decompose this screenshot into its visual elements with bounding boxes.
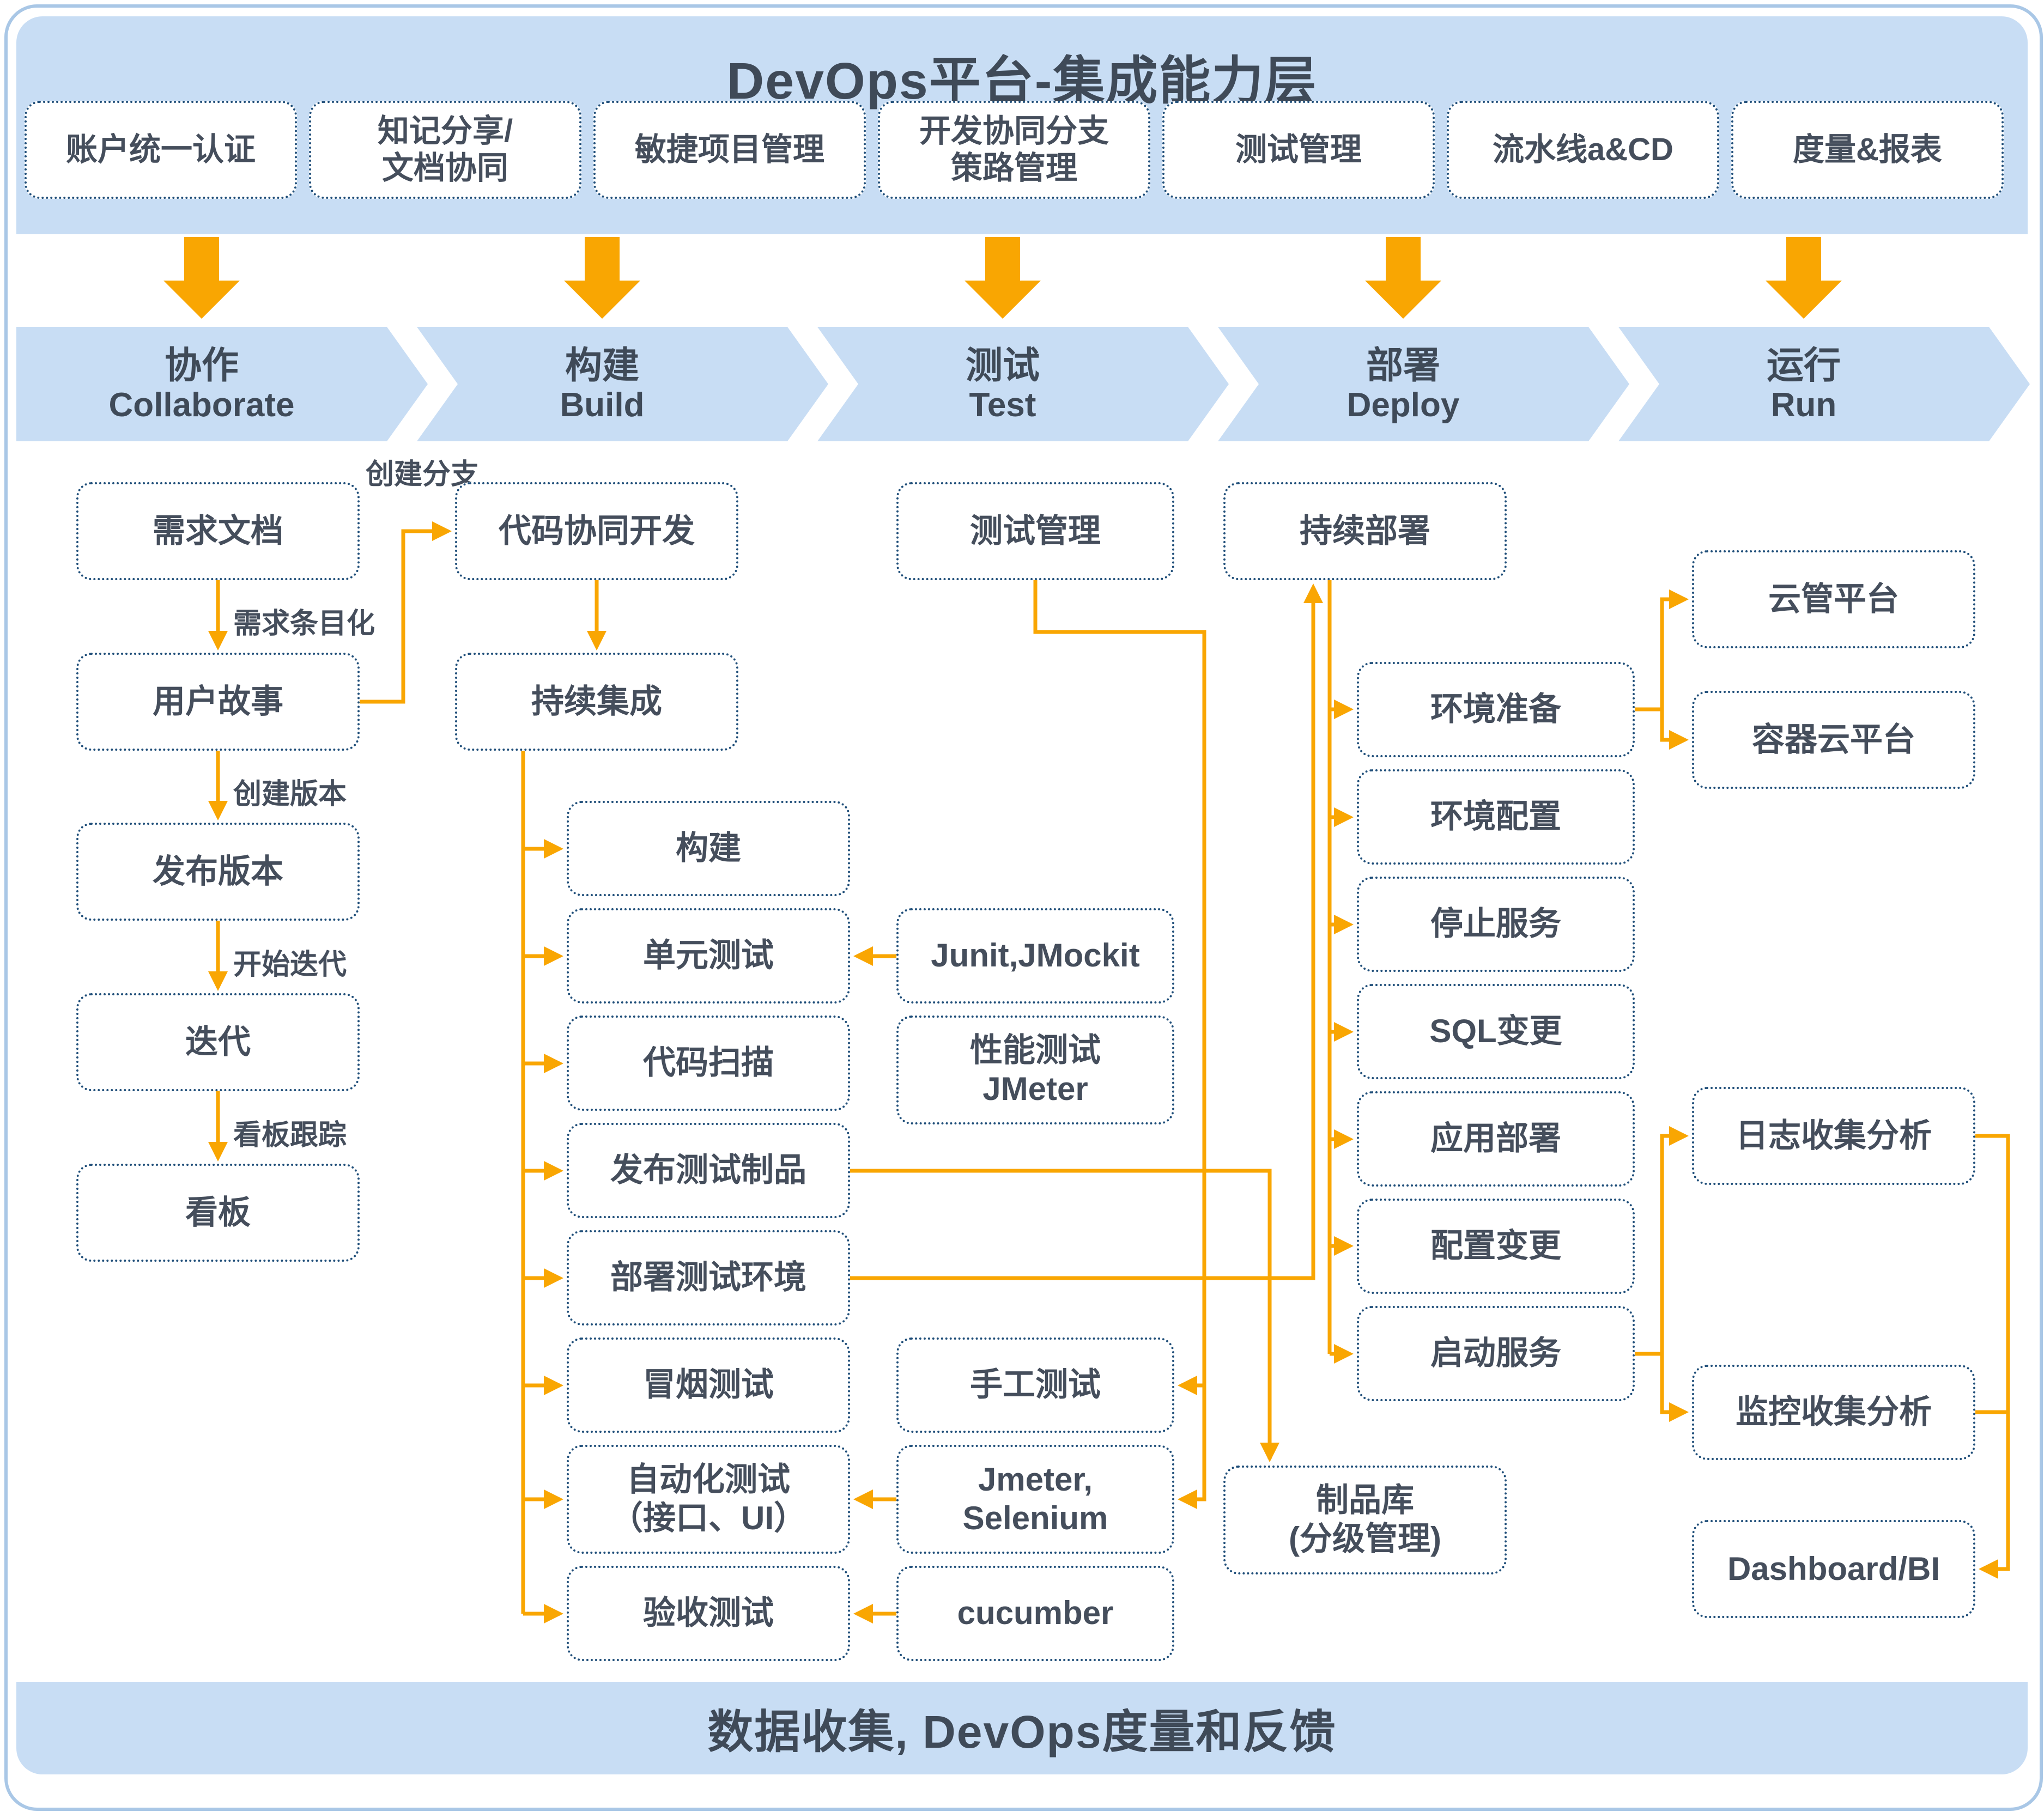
phase-build-en: Build (560, 386, 645, 424)
phase-deploy-zh: 部署 (1366, 345, 1440, 387)
node-container-cloud: 容器云平台 (1692, 691, 1975, 789)
node-kanban: 看板 (76, 1164, 360, 1262)
phase-collaborate: 协作 Collaborate (65, 336, 338, 434)
phase-test-zh: 测试 (965, 345, 1040, 387)
phase-collaborate-zh: 协作 (164, 345, 239, 387)
phase-deploy: 部署 Deploy (1267, 336, 1539, 434)
node-manual-test: 手工测试 (896, 1337, 1174, 1433)
capability-branch-policy: 开发协同分支 策路管理 (878, 101, 1150, 199)
node-start-service: 启动服务 (1357, 1306, 1635, 1401)
node-env-prepare: 环境准备 (1357, 662, 1635, 757)
node-dashboard-bi: Dashboard/BI (1692, 1520, 1975, 1618)
node-cloud-mgmt: 云管平台 (1692, 550, 1975, 648)
capability-knowledge-share: 知记分享/ 文档协同 (309, 101, 581, 199)
phase-run: 运行 Run (1667, 336, 1940, 434)
node-env-config: 环境配置 (1357, 769, 1635, 865)
node-perf-test: 性能测试 JMeter (896, 1016, 1174, 1124)
capability-metrics-report: 度量&报表 (1731, 101, 2004, 199)
node-log-analysis: 日志收集分析 (1692, 1087, 1975, 1185)
bottom-banner: 数据收集, DevOps度量和反馈 (16, 1682, 2028, 1774)
node-cucumber: cucumber (896, 1566, 1174, 1661)
node-code-collab: 代码协同开发 (455, 482, 738, 580)
arrow-startservice-monitoranalysis (1660, 1354, 1689, 1422)
node-artifact-repo: 制品库 (分级管理) (1223, 1466, 1507, 1574)
phase-build: 构建 Build (466, 336, 738, 434)
label-start-iteration: 开始迭代 (233, 949, 347, 981)
node-user-story: 用户故事 (76, 653, 360, 751)
line-publishartifact-artifactrepo (850, 1169, 1279, 1462)
label-kanban-track: 看板跟踪 (233, 1120, 347, 1151)
node-unit-test: 单元测试 (567, 908, 850, 1004)
line-testmgmt-jmeterselenium (1033, 580, 1206, 1509)
phase-chevron (16, 327, 2030, 441)
phase-run-zh: 运行 (1766, 345, 1841, 387)
node-ci: 持续集成 (455, 653, 738, 751)
capability-account-auth: 账户统一认证 (25, 101, 297, 199)
node-cd: 持续部署 (1223, 482, 1507, 580)
phase-build-zh: 构建 (565, 345, 639, 387)
capability-pipeline-cd: 流水线a&CD (1447, 101, 1719, 199)
node-config-change: 配置变更 (1357, 1199, 1635, 1294)
label-create-version: 创建版本 (233, 779, 347, 810)
page-title: DevOps平台-集成能力层 (726, 52, 1318, 110)
footer-title: 数据收集, DevOps度量和反馈 (707, 1706, 1337, 1758)
node-deploy-test-env: 部署测试环境 (567, 1230, 850, 1325)
phase-test-en: Test (969, 386, 1036, 424)
node-junit: Junit,JMockit (896, 908, 1174, 1004)
capability-agile-pm: 敏捷项目管理 (593, 101, 866, 199)
node-test-mgmt: 测试管理 (896, 482, 1174, 580)
line-deploytestenv-cd (850, 583, 1323, 1280)
arrow-userstory-codecollab (360, 521, 452, 704)
node-monitor-analysis: 监控收集分析 (1692, 1365, 1975, 1460)
phase-test: 测试 Test (866, 336, 1139, 434)
phase-collaborate-en: Collaborate (108, 386, 295, 424)
node-iteration: 迭代 (76, 993, 360, 1091)
node-smoke-test: 冒烟测试 (567, 1337, 850, 1433)
phase-deploy-en: Deploy (1347, 386, 1460, 424)
node-stop-service: 停止服务 (1357, 877, 1635, 972)
node-app-deploy: 应用部署 (1357, 1091, 1635, 1187)
phase-run-en: Run (1770, 386, 1837, 424)
line-loganalysis-dashboard (1975, 1134, 2010, 1579)
arrow-startservice-loganalysis (1660, 1126, 1689, 1354)
node-sql-change: SQL变更 (1357, 984, 1635, 1079)
node-jmeter-selenium: Jmeter, Selenium (896, 1445, 1174, 1554)
node-req-doc: 需求文档 (76, 482, 360, 580)
node-code-scan: 代码扫描 (567, 1016, 850, 1111)
node-acceptance-test: 验收测试 (567, 1566, 850, 1661)
node-build: 构建 (567, 801, 850, 896)
capability-test-mgmt: 测试管理 (1162, 101, 1435, 199)
label-itemize: 需求条目化 (233, 608, 375, 640)
down-arrow-icon (163, 237, 1842, 319)
node-publish-artifact: 发布测试制品 (567, 1123, 850, 1218)
arrow-envprepare-containercloud (1660, 709, 1689, 750)
node-release: 发布版本 (76, 823, 360, 921)
node-auto-test: 自动化测试 （接口、UI） (567, 1445, 850, 1554)
arrow-envprepare-cloudmgmt (1660, 589, 1689, 709)
